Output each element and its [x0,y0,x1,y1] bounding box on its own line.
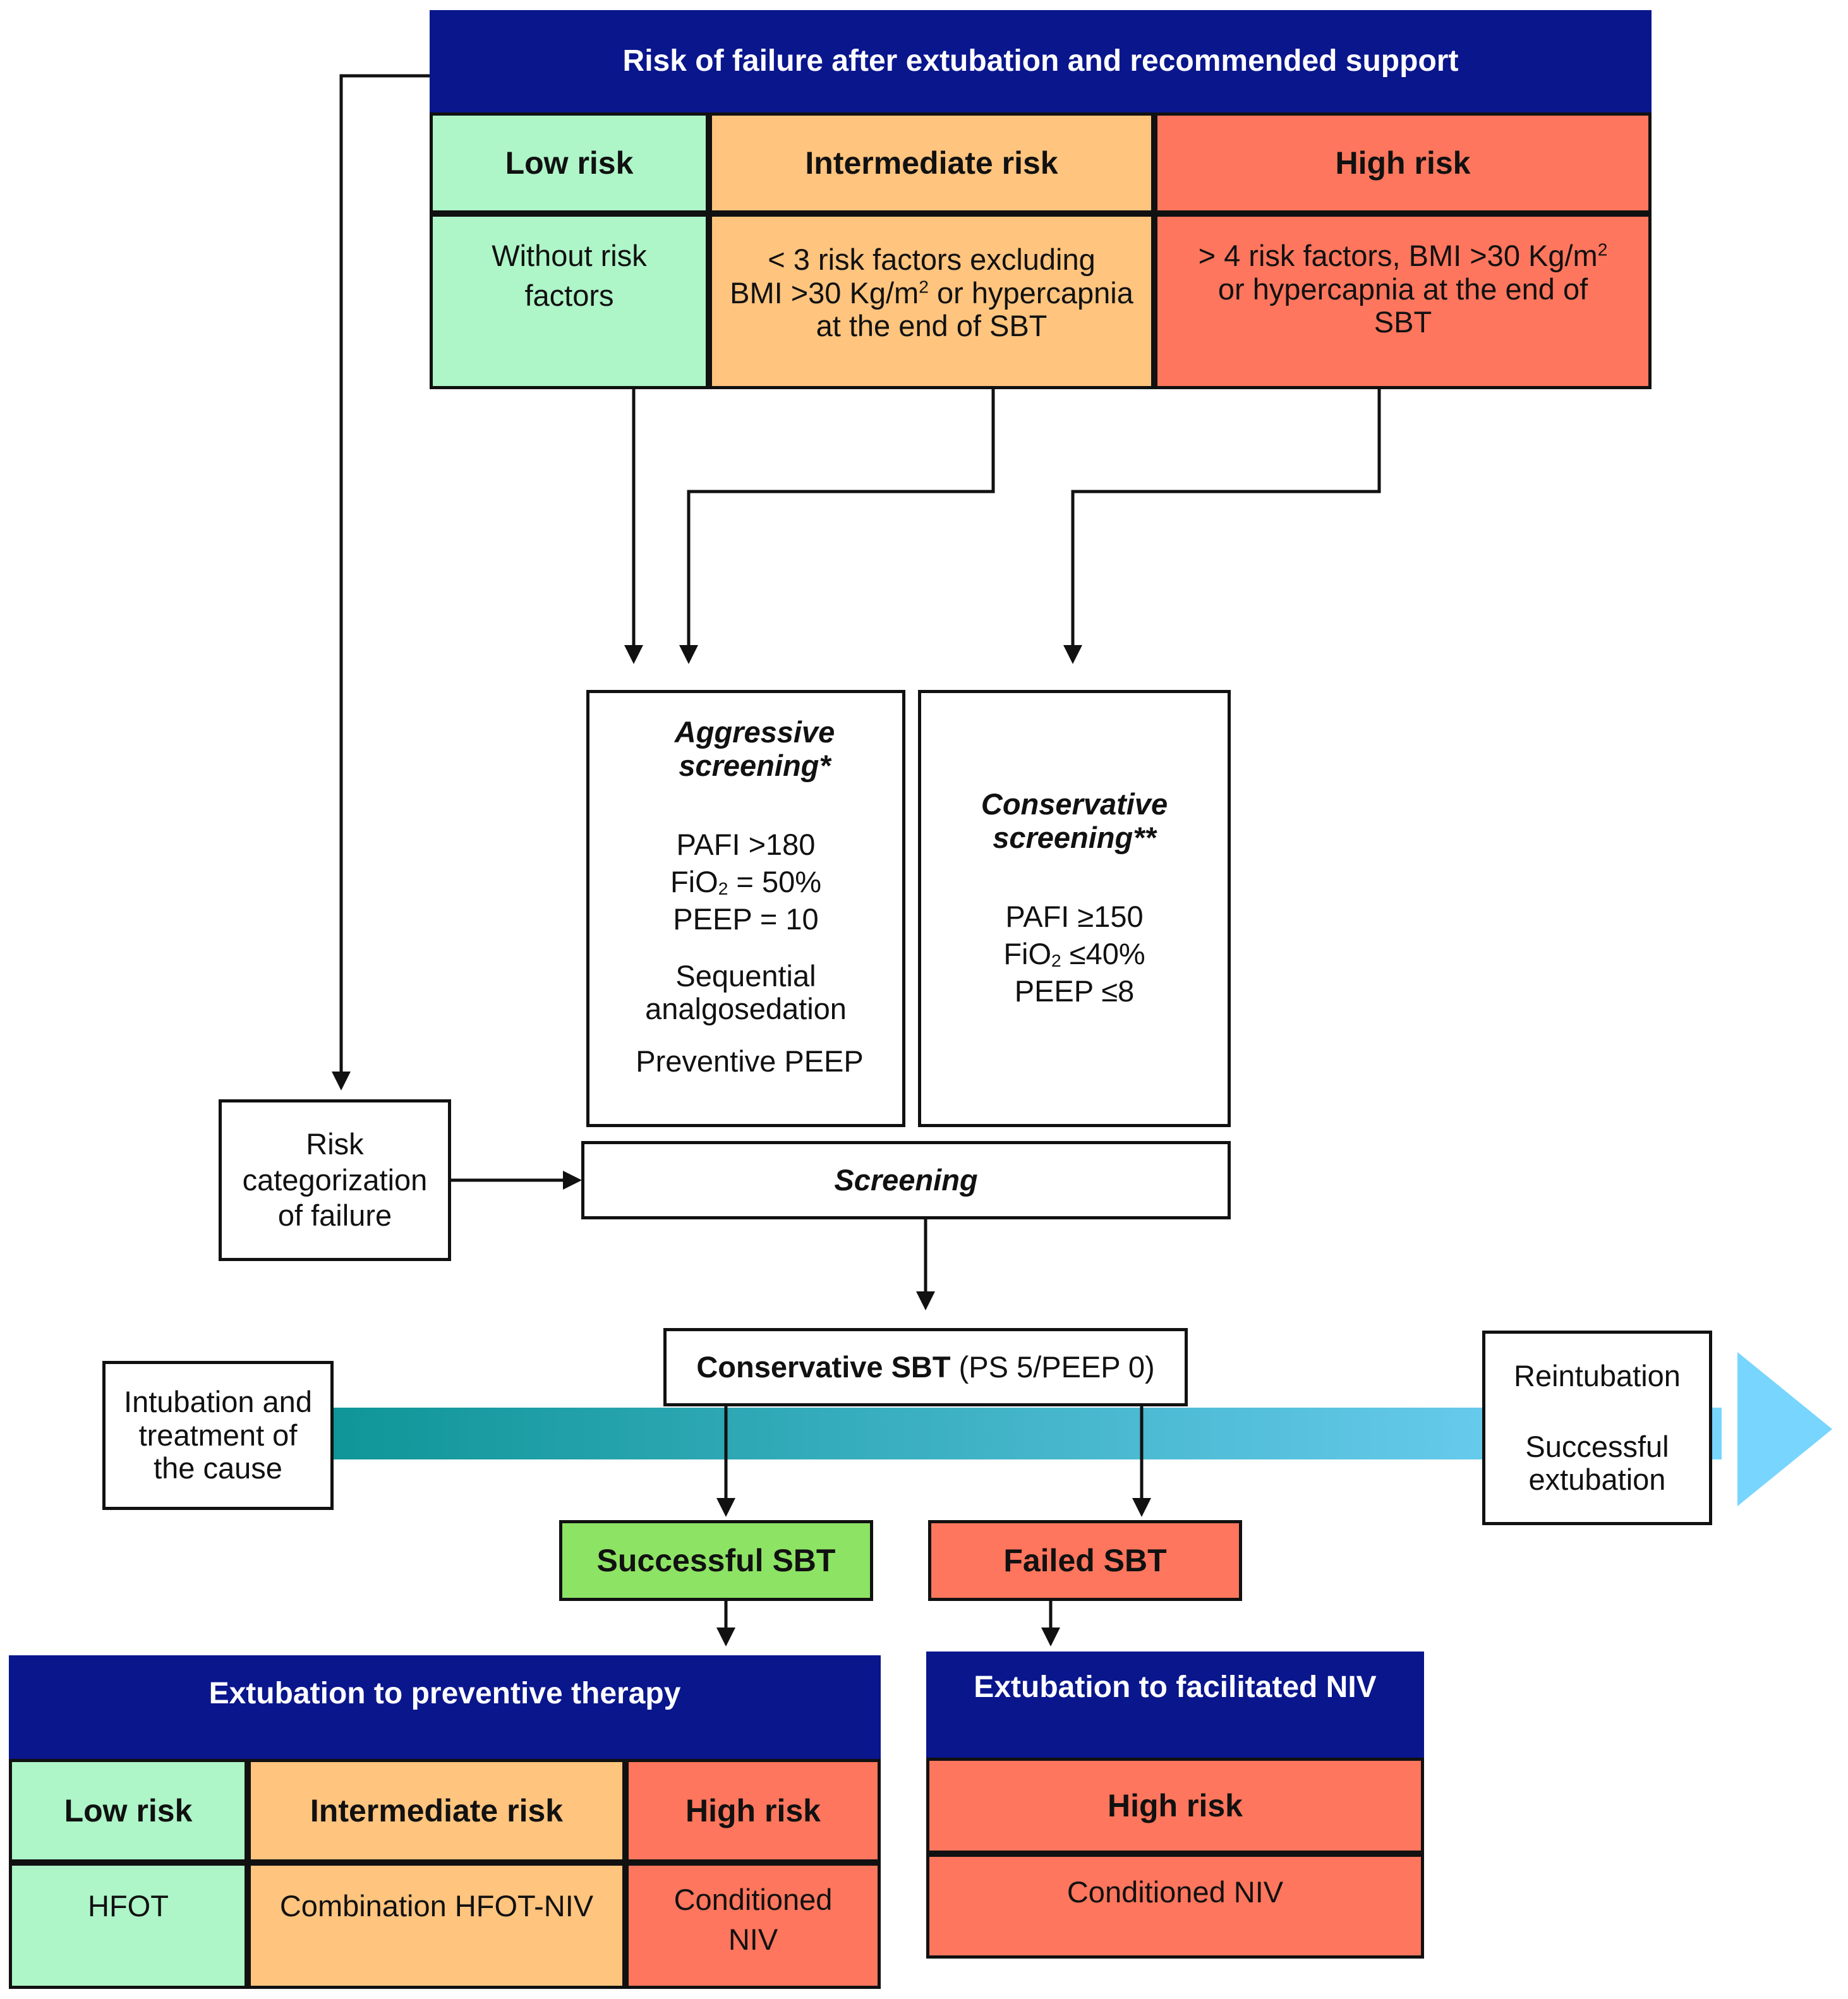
preventive-low-therapy: HFOT [9,1863,248,1989]
risk-cat-line2: categorization [242,1163,428,1197]
top-high-desc-line1a: > 4 risk factors, BMI >30 Kg/m [1198,239,1598,272]
aggressive-seq-line1: Sequential [675,958,816,993]
outcome-box: Reintubation Successful extubation [1482,1331,1712,1525]
top-intermediate-risk-desc: < 3 risk factors excluding BMI >30 Kg/m2… [709,214,1154,389]
sbt-label: Conservative SBT (PS 5/PEEP 0) [696,1350,1155,1384]
aggressive-fio2-a: FiO [670,865,718,898]
connector-high-to-conservative [1063,387,1381,664]
aggressive-peep: PEEP = 10 [673,902,819,936]
top-high-risk-header: High risk [1154,112,1652,214]
successful-sbt-label: Successful SBT [596,1543,836,1578]
conservative-fio2-b: ≤40% [1061,937,1145,970]
failed-sbt-label: Failed SBT [1003,1543,1167,1578]
preventive-high-risk: High risk [625,1759,881,1863]
sbt-label-rest: (PS 5/PEEP 0) [950,1350,1155,1384]
preventive-intermediate-label: Intermediate risk [310,1793,564,1828]
top-high-desc-sup: 2 [1597,239,1608,260]
facilitated-title-text: Extubation to facilitated NIV [974,1670,1377,1704]
aggressive-seq-line2: analgosedation [645,992,847,1026]
top-title-text: Risk of failure after extubation and rec… [622,44,1459,78]
conservative-fio2-a: FiO [1003,937,1052,970]
facilitated-high-label: High risk [1108,1788,1243,1823]
aggressive-screening-box: Aggressive screening* PAFI >180 FiO2 = 5… [586,690,905,1127]
conservative-fio2-sub: 2 [1051,950,1061,971]
intubation-line3: the cause [154,1451,282,1485]
top-low-risk-header: Low risk [430,112,709,214]
top-low-desc-line1: Without risk [492,239,647,272]
top-int-desc-line2: BMI >30 Kg/m2 or hypercapnia [730,275,1133,310]
top-intermediate-risk-header: Intermediate risk [709,112,1154,214]
facilitated-therapy: Conditioned NIV [926,1854,1424,1959]
screening-box: Screening [581,1141,1231,1219]
facilitated-therapy-text: Conditioned NIV [1066,1875,1284,1909]
conservative-pafi: PAFI ≥150 [1005,900,1144,934]
top-high-risk-desc: > 4 risk factors, BMI >30 Kg/m2 or hyper… [1154,214,1652,389]
risk-cat-line3: of failure [277,1199,392,1233]
top-low-risk-label: Low risk [505,145,634,181]
preventive-high-therapy: Conditioned NIV [625,1863,881,1989]
intubation-line1: Intubation and [124,1385,312,1419]
aggressive-fio2-b: = 50% [728,865,822,898]
intubation-box: Intubation and treatment of the cause [102,1361,334,1510]
preventive-intermediate-therapy: Combination HFOT-NIV [248,1863,625,1989]
screening-label: Screening [834,1163,978,1197]
aggressive-fio2-sub: 2 [718,878,728,899]
facilitated-title: Extubation to facilitated NIV [926,1652,1424,1758]
connector-intermediate-to-aggressive [679,387,995,664]
intubation-line2: treatment of [138,1418,298,1452]
preventive-intermediate-therapy-text: Combination HFOT-NIV [279,1889,594,1923]
conservative-fio2: FiO2 ≤40% [1003,936,1145,973]
top-high-desc-line3: SBT [1374,305,1432,339]
top-high-desc-line1: > 4 risk factors, BMI >30 Kg/m2 [1199,239,1608,273]
top-int-desc-sup: 2 [919,275,929,296]
aggressive-title-line1: Aggressive [674,715,835,749]
conservative-title-line2: screening** [993,820,1156,854]
top-int-desc-line2b: or hypercapnia [928,275,1133,310]
preventive-high-label: High risk [685,1793,821,1828]
facilitated-high-risk: High risk [926,1758,1424,1854]
outcome-success-line2: extubation [1528,1462,1666,1496]
preventive-high-therapy-line1: Conditioned [673,1883,833,1916]
top-low-desc-line2: factors [524,279,614,313]
aggressive-pafi: PAFI >180 [676,828,816,862]
aggressive-title-line2: screening* [679,748,831,782]
aggressive-fio2: FiO2 = 50% [670,864,821,901]
preventive-low-risk: Low risk [9,1759,248,1863]
top-int-desc-line2a: BMI >30 Kg/m [730,275,919,310]
preventive-title-text: Extubation to preventive therapy [208,1677,681,1710]
connector-title-to-risk-cat [332,74,430,1090]
aggressive-preventive-peep: Preventive PEEP [636,1044,864,1078]
preventive-high-therapy-line2: NIV [728,1923,778,1957]
top-int-desc-line3: at the end of SBT [816,309,1048,343]
outcome-reintubation: Reintubation [1514,1359,1681,1393]
successful-sbt-box: Successful SBT [559,1520,873,1601]
top-intermediate-risk-label: Intermediate risk [805,145,1058,181]
conservative-title-line1: Conservative [981,787,1168,821]
preventive-low-label: Low risk [64,1793,193,1828]
outcome-success-line1: Successful [1525,1430,1669,1464]
timeline-arrowhead [1737,1352,1832,1506]
top-high-desc-line2: or hypercapnia at the end of [1217,272,1588,306]
top-high-risk-label: High risk [1335,145,1471,181]
preventive-low-therapy-text: HFOT [88,1889,169,1923]
preventive-title: Extubation to preventive therapy [9,1655,881,1759]
preventive-intermediate-risk: Intermediate risk [248,1759,625,1863]
risk-cat-line1: Risk [306,1127,364,1161]
sbt-label-bold: Conservative SBT [696,1350,951,1384]
risk-categorization-box: Risk categorization of failure [219,1099,451,1261]
top-title: Risk of failure after extubation and rec… [430,10,1652,112]
top-low-risk-desc: Without risk factors [430,214,709,389]
top-int-desc-line1: < 3 risk factors excluding [768,243,1096,276]
conservative-screening-box: Conservative screening** PAFI ≥150 FiO2 … [918,690,1231,1127]
failed-sbt-box: Failed SBT [928,1520,1242,1601]
conservative-peep: PEEP ≤8 [1014,974,1135,1008]
conservative-sbt-box: Conservative SBT (PS 5/PEEP 0) [663,1328,1188,1406]
